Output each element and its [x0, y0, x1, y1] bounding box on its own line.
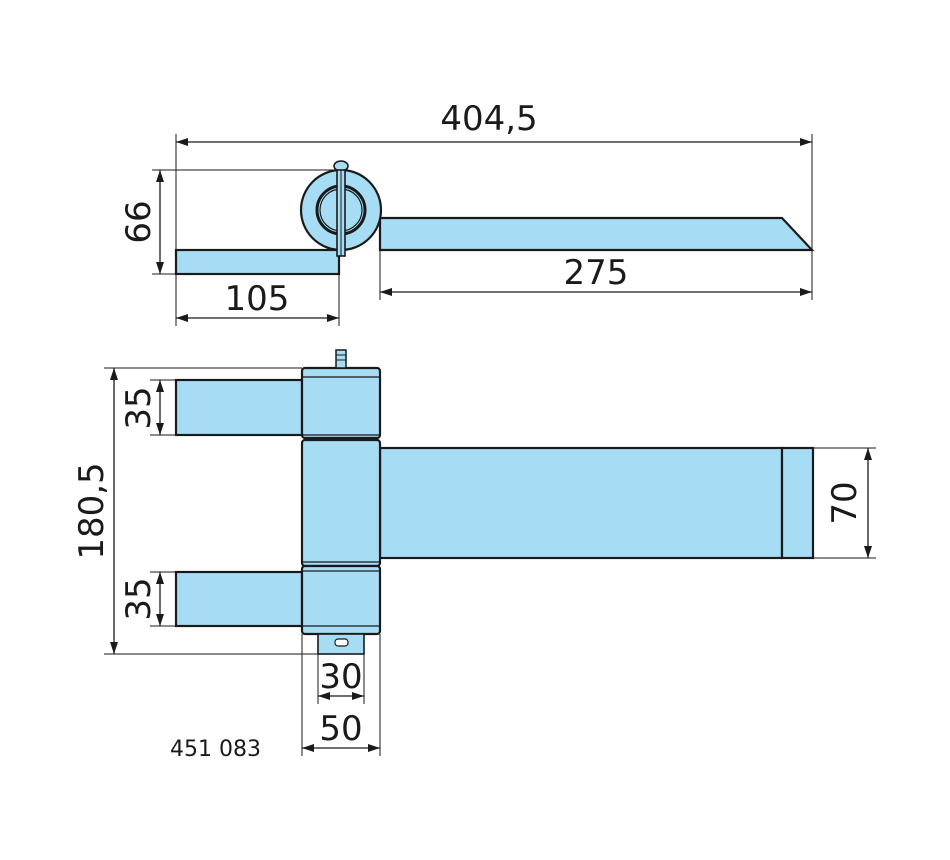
front-view: 180,5 35 35 70 30 50 451 083 [72, 349, 876, 762]
top-view: 404,5 66 105 275 [119, 99, 815, 326]
reference-number: 451 083 [170, 737, 261, 762]
dim-total-length: 404,5 [440, 99, 537, 139]
dim-barrel-width: 50 [319, 709, 362, 749]
dim-pin-width: 30 [319, 657, 362, 697]
pin-bottom [317, 633, 365, 655]
dim-total-height: 180,5 [72, 462, 112, 559]
grease-nipple-icon [335, 349, 347, 369]
long-leaf-top [378, 216, 815, 252]
dim-short-leaf: 105 [225, 279, 290, 319]
dim-height-side: 66 [119, 200, 159, 243]
dim-long-leaf-height: 70 [825, 481, 865, 524]
dim-lower-leaf: 35 [119, 577, 159, 620]
dim-long-leaf: 275 [564, 253, 629, 293]
long-leaf-front [378, 446, 784, 560]
dim-upper-leaf: 35 [119, 386, 159, 429]
barrel-front [300, 366, 382, 636]
short-leaf-top [174, 248, 341, 276]
lower-short-leaf [174, 570, 304, 628]
upper-short-leaf [174, 378, 304, 437]
long-leaf-end [780, 446, 815, 560]
